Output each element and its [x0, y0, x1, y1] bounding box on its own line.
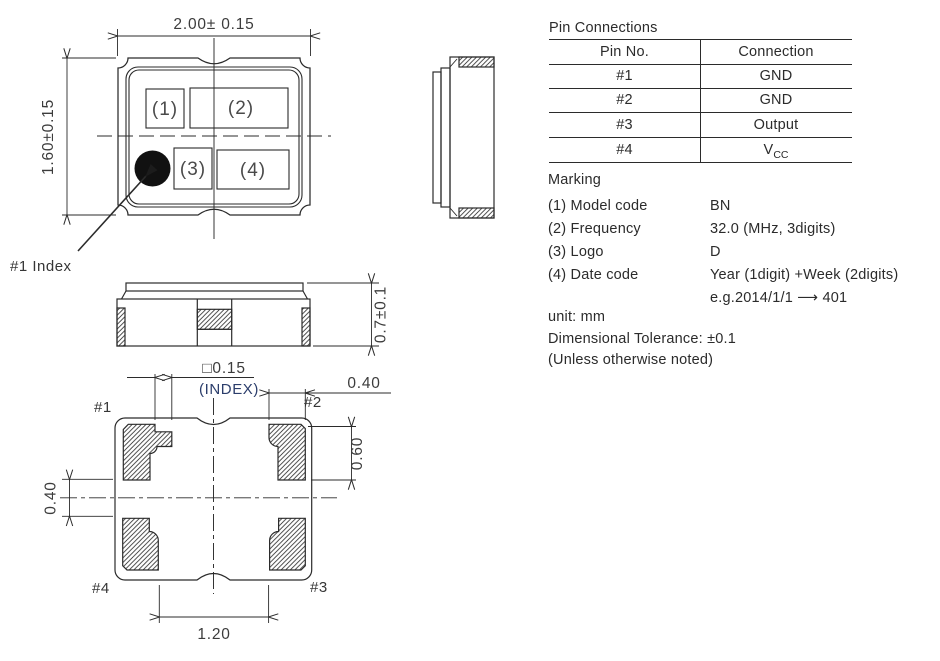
marking-area-4-label: (4): [240, 160, 266, 181]
lid-slant: [302, 290, 309, 300]
connection-cell-vcc: VCC: [700, 138, 852, 162]
pin-no-cell: #3: [616, 117, 633, 133]
marking-item-value: BN: [710, 198, 731, 214]
front-view-terminal-right: [301, 307, 311, 347]
index-pointer-arrow: [77, 164, 158, 252]
marking-area-3-label: (3): [180, 159, 206, 180]
marking-area-3: [173, 147, 213, 190]
side-view-lid-layer-1: [432, 71, 442, 204]
marking-date-example: e.g.2014/1/1 ⟶ 401: [710, 290, 848, 306]
front-view-dimensions: [307, 273, 379, 356]
lid-slant: [120, 290, 127, 300]
front-view: [116, 282, 311, 347]
marking-item-value: Year (1digit) +Week (2digits): [710, 267, 899, 283]
dim-text-pad-height: 0.60: [349, 437, 366, 470]
col-header-pin-no: Pin No.: [600, 44, 649, 60]
marking-area-1-label: (1): [152, 99, 178, 120]
dim-text-body-height: 1.60±0.15: [40, 99, 57, 175]
marking-item-value: 32.0 (MHz, 3digits): [710, 221, 836, 237]
marking-area-2-label: (2): [228, 98, 254, 119]
marking-item-label: (1) Model code: [548, 198, 648, 214]
side-view-terminal-top: [458, 56, 495, 68]
dim-text-pad-width: 0.40: [347, 375, 380, 392]
top-view-package-outline: [117, 57, 311, 216]
marking-title: Marking: [548, 172, 601, 188]
pin-table-title: Pin Connections: [549, 20, 658, 36]
note-unit: unit: mm: [548, 309, 606, 325]
pad-3: [269, 517, 306, 571]
pad-1: [122, 423, 173, 481]
dim-text-body-width: 2.00± 0.15: [173, 16, 254, 33]
connection-cell: GND: [759, 68, 793, 84]
pad-2: [268, 423, 306, 481]
connection-cell: GND: [759, 92, 793, 108]
front-view-castellation-metal: [196, 308, 233, 330]
bottom-view-outline: [114, 417, 313, 581]
side-view-body: [449, 56, 495, 219]
bottom-view-dimensions: [62, 373, 391, 623]
side-view-terminal-bottom: [458, 207, 495, 219]
marking-area-2: [189, 87, 289, 129]
index-caption: (INDEX): [199, 381, 259, 398]
index-label: #1 Index: [10, 258, 72, 275]
table-column-divider: [700, 40, 701, 163]
pad-1-label: #1: [94, 399, 112, 416]
dim-text-thickness: 0.7±0.1: [373, 286, 390, 343]
note-tolerance: Dimensional Tolerance: ±0.1: [548, 331, 736, 347]
pin-no-cell: #2: [616, 92, 633, 108]
lid-seam-tick: [449, 58, 458, 68]
dim-text-gap: 0.40: [43, 481, 60, 514]
vcc-base: V: [763, 142, 774, 158]
marking-item-value: D: [710, 244, 721, 260]
vcc-subscript: CC: [773, 148, 789, 161]
connection-cell: Output: [753, 117, 799, 133]
marking-item-label: (2) Frequency: [548, 221, 641, 237]
side-view-lid-layer-2: [440, 67, 451, 208]
dim-text-index: □0.15: [202, 360, 246, 377]
pin-no-cell: #4: [616, 142, 633, 158]
pad-4-label: #4: [92, 580, 110, 597]
pad-3-label: #3: [310, 579, 328, 596]
top-view-dimensions: [62, 29, 321, 252]
top-view: [97, 38, 331, 239]
lid-seam-tick: [449, 207, 458, 217]
dim-text-span: 1.20: [197, 626, 230, 643]
marking-item-label: (3) Logo: [548, 244, 604, 260]
col-header-connection: Connection: [738, 44, 814, 60]
side-view: [432, 56, 495, 219]
pin-connections-table: Pin No. Connection #1 GND #2 GND #3 Outp…: [549, 39, 852, 163]
pad-2-label: #2: [304, 394, 322, 411]
note-unless: (Unless otherwise noted): [548, 352, 714, 368]
pin-no-cell: #1: [616, 68, 633, 84]
bottom-view: [60, 398, 337, 594]
marking-area-4: [216, 149, 290, 190]
marking-item-label: (4) Date code: [548, 267, 639, 283]
front-view-lid: [125, 282, 304, 292]
pin1-index-dot: [134, 150, 171, 187]
marking-area-1: [145, 88, 185, 129]
front-view-terminal-left: [116, 307, 126, 347]
pad-4: [122, 517, 159, 571]
